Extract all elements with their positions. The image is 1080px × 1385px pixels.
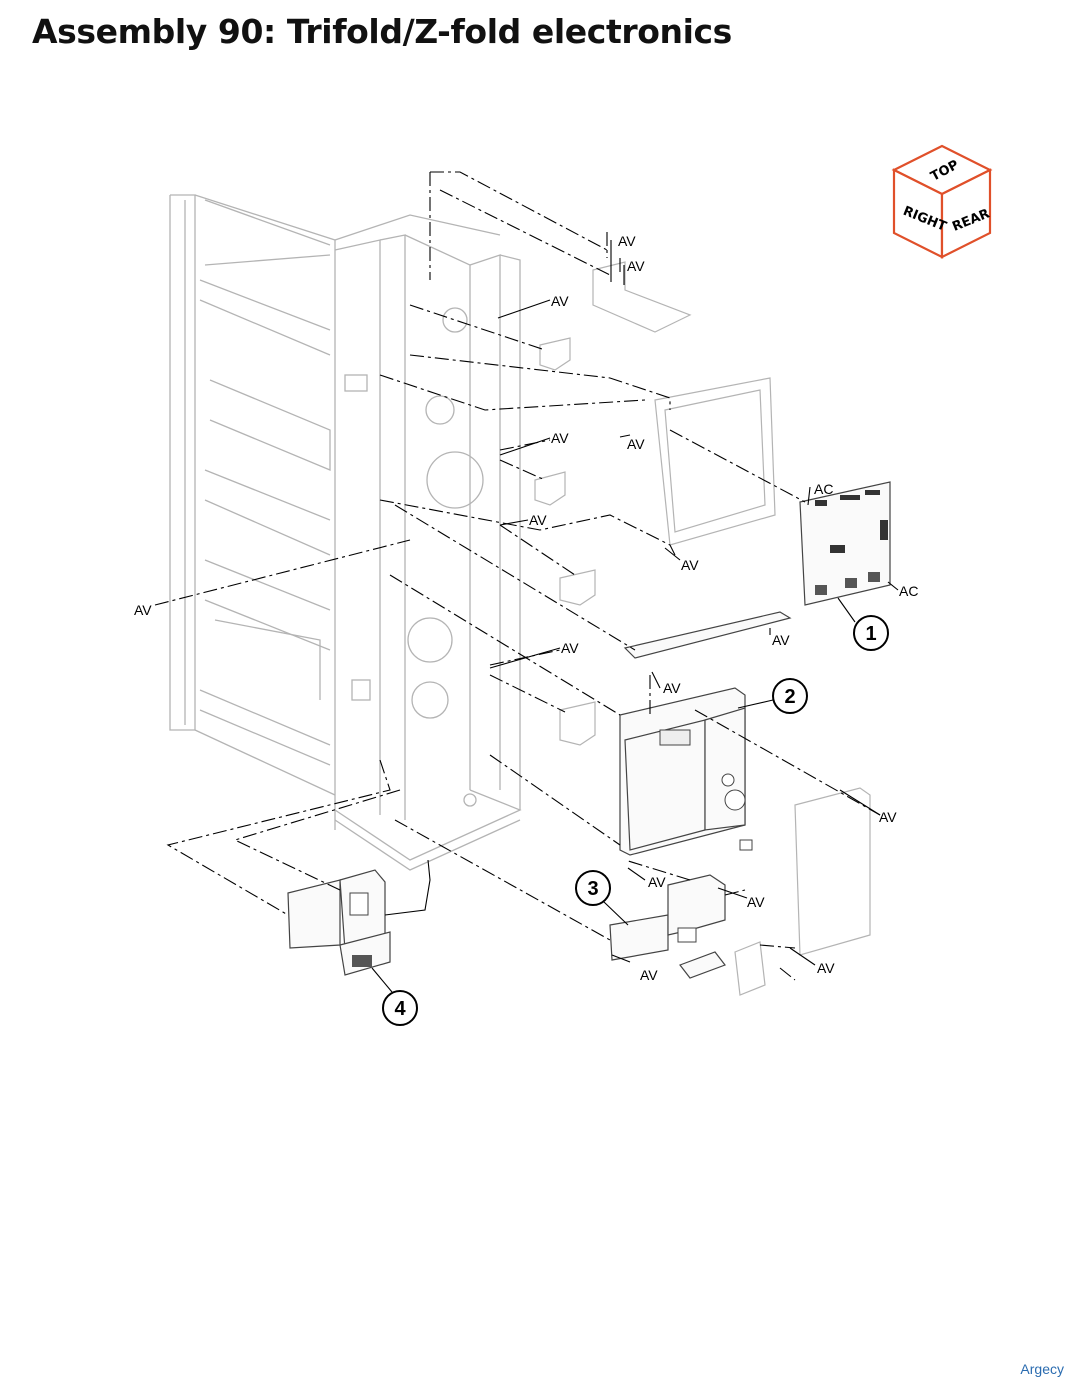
small-bracket-bottom — [559, 701, 596, 746]
small-bracket-lower — [559, 569, 596, 606]
reference-labels: AV AV AV AV AV AV AV AV AV AV AV AV AV A… — [134, 233, 918, 983]
label-av: AV — [663, 680, 681, 696]
label-av: AV — [551, 430, 569, 446]
label-ac: AC — [814, 481, 833, 497]
label-av: AV — [879, 809, 897, 825]
label-av: AV — [529, 512, 547, 528]
label-av: AV — [627, 436, 645, 452]
callout-1-number: 1 — [865, 623, 876, 645]
clip-bracket — [734, 941, 766, 996]
label-av: AV — [551, 293, 569, 309]
side-panel — [794, 787, 871, 956]
callout-3: 3 — [575, 870, 629, 926]
label-av: AV — [648, 874, 666, 890]
label-av: AV — [561, 640, 579, 656]
label-av: AV — [627, 258, 645, 274]
bracket-part-3 — [609, 874, 726, 979]
assembly-lines — [154, 171, 881, 981]
label-ac: AC — [899, 583, 918, 599]
callout-1: 1 — [837, 597, 889, 651]
board-back-plate — [654, 377, 776, 546]
orientation-cube: TOP RIGHT REAR — [891, 144, 993, 259]
callout-3-number: 3 — [587, 878, 598, 900]
label-av: AV — [134, 602, 152, 618]
watermark: Argecy — [1020, 1361, 1064, 1377]
callout-4: 4 — [371, 967, 418, 1026]
callout-2-number: 2 — [784, 686, 795, 708]
label-av: AV — [640, 967, 658, 983]
control-board-part-1 — [799, 481, 891, 606]
page-title: Assembly 90: Trifold/Z-fold electronics — [32, 12, 732, 51]
top-cover-bracket — [592, 261, 692, 333]
small-bracket-middle — [534, 471, 566, 506]
label-av: AV — [747, 894, 765, 910]
callout-2: 2 — [737, 678, 808, 714]
label-av: AV — [618, 233, 636, 249]
sensor-assembly-part-4 — [287, 859, 431, 976]
callout-4-number: 4 — [394, 998, 406, 1020]
horizontal-rail — [623, 611, 792, 659]
label-av: AV — [772, 632, 790, 648]
reference-leaders — [489, 240, 899, 966]
small-bracket-upper — [539, 337, 571, 371]
label-av: AV — [817, 960, 835, 976]
power-supply-part-2 — [619, 687, 753, 856]
trifold-machine-frame — [169, 194, 522, 871]
label-av: AV — [681, 557, 699, 573]
